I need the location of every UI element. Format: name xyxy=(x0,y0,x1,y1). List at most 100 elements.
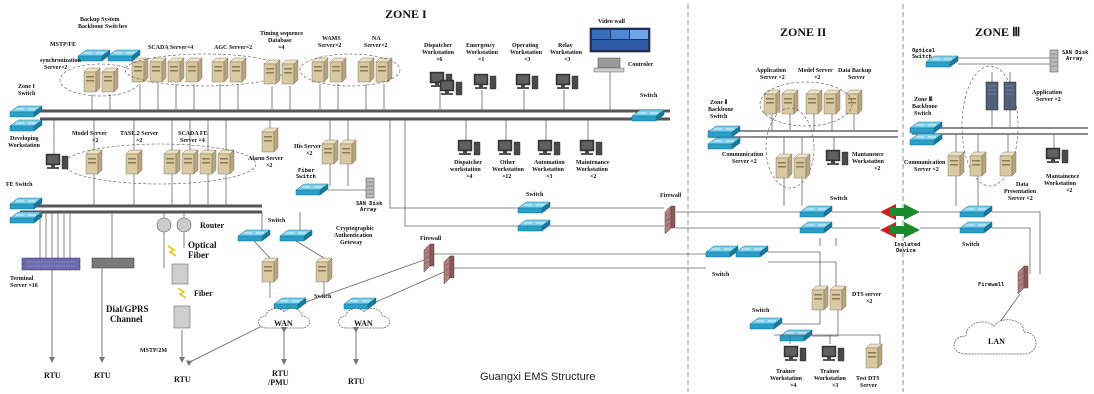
timing-db-1 xyxy=(263,59,281,85)
san-disk-z3 xyxy=(1049,49,1059,73)
zone2-top-ellipse xyxy=(759,81,853,127)
dispatcher-ws-lower xyxy=(457,139,481,156)
agc-server-label: AGC Server×2 xyxy=(214,45,252,51)
timing-db-2 xyxy=(281,59,299,85)
isolated-arrow-green-2 xyxy=(890,222,920,238)
maintenance-ws-z2 xyxy=(825,149,849,166)
sync-server-1 xyxy=(83,67,101,93)
wan-router-switch-2 xyxy=(343,297,377,310)
controler-keyboard xyxy=(593,67,625,73)
model-server-z2-1 xyxy=(805,89,823,115)
dts-lower-links xyxy=(774,310,881,344)
rtu-pmu-label: RTU/PMU xyxy=(267,369,289,387)
his-server-label: His Server×2 xyxy=(294,144,321,157)
mid-switch-a xyxy=(517,201,551,214)
model-server-z1-label: Model Server×2 xyxy=(72,131,107,144)
scada-server-4 xyxy=(185,57,203,83)
terminal-server-links xyxy=(39,212,71,258)
data-backup-server xyxy=(845,89,863,115)
firewall-z1-z2 xyxy=(664,205,676,235)
scada-server-label: SCADA Server×4 xyxy=(148,45,193,51)
rtu-2: RTU xyxy=(94,371,111,380)
scada-server-1 xyxy=(131,57,149,83)
zone2-top-drops xyxy=(771,114,855,131)
zone2-switch-links xyxy=(676,211,880,229)
zone1-switch-2 xyxy=(9,119,43,132)
san-disk-z1-slots xyxy=(367,181,373,195)
dispatcher-ws-2 xyxy=(439,79,463,96)
dts-lower-switch-1 xyxy=(749,317,783,330)
firewall-to-lan xyxy=(999,293,1021,323)
fiber-converter-2 xyxy=(173,305,191,329)
terminal-server-rack xyxy=(21,257,81,271)
controler-label: Controler xyxy=(628,62,654,68)
zone-3-title: ZONE Ⅲ xyxy=(975,25,1020,39)
video-wall-panel-4 xyxy=(592,40,648,50)
mid-switch-to-firewall xyxy=(550,207,664,227)
zone2-comm-drops xyxy=(783,137,803,206)
mid-switch-label: Switch xyxy=(526,192,544,198)
tase2-server xyxy=(125,149,143,175)
zone2-comm-ellipse xyxy=(765,107,815,189)
zone2-backbone-switch-2 xyxy=(707,137,741,150)
z3-app-links xyxy=(991,72,1011,128)
developing-ws xyxy=(45,153,69,170)
wams-server-1 xyxy=(311,57,329,83)
backup-switch-1 xyxy=(77,49,111,62)
scada-server-2 xyxy=(149,57,167,83)
na-server-2 xyxy=(375,57,393,83)
zone3-backbone-switch-1 xyxy=(909,121,943,134)
router-label: Router xyxy=(200,221,224,230)
zone3-switch-1 xyxy=(959,205,993,218)
san-disk-z3-slots xyxy=(1051,53,1057,67)
router-links xyxy=(163,212,185,268)
fe-switch-b xyxy=(9,211,43,224)
optical-to-san xyxy=(958,57,1050,65)
zone-1-title: ZONE I xyxy=(385,7,427,21)
dts-server-label: DTS server×2 xyxy=(852,292,881,305)
wan-switch-label: Switch xyxy=(268,218,286,224)
scada-agc-ellipse xyxy=(124,53,286,87)
zone2-switch-1 xyxy=(799,205,833,218)
agc-server-1 xyxy=(211,57,229,83)
other-ws xyxy=(497,139,521,156)
wan-switch-2 xyxy=(279,229,313,242)
isolated-arrow-green-1 xyxy=(890,204,920,220)
zone3-ellipse xyxy=(961,65,1019,187)
trainee-ws xyxy=(821,345,845,362)
communication-server-z2-2 xyxy=(793,153,811,179)
firewall-wan-label: Firewall xyxy=(420,236,442,242)
zone2-dts-switch-label: Switch xyxy=(712,272,730,278)
rtu-4: RTU xyxy=(348,377,365,386)
z3-server-drops xyxy=(955,134,1055,206)
mid-switch-b xyxy=(517,219,551,232)
scada-server-3 xyxy=(167,57,185,83)
wan-router-switch-1 xyxy=(273,297,307,310)
video-wall-label: Video wall xyxy=(598,19,625,25)
lower-ws-drops xyxy=(465,119,589,140)
firewall-z3-label: Firewall xyxy=(978,282,1005,288)
switch-to-gateway xyxy=(253,240,325,259)
router-2 xyxy=(176,217,192,233)
wan-1-label: WAN xyxy=(274,319,293,328)
zone3-switch-label: Switch xyxy=(962,242,980,248)
rtu3-to-wan-arrow xyxy=(185,318,277,367)
